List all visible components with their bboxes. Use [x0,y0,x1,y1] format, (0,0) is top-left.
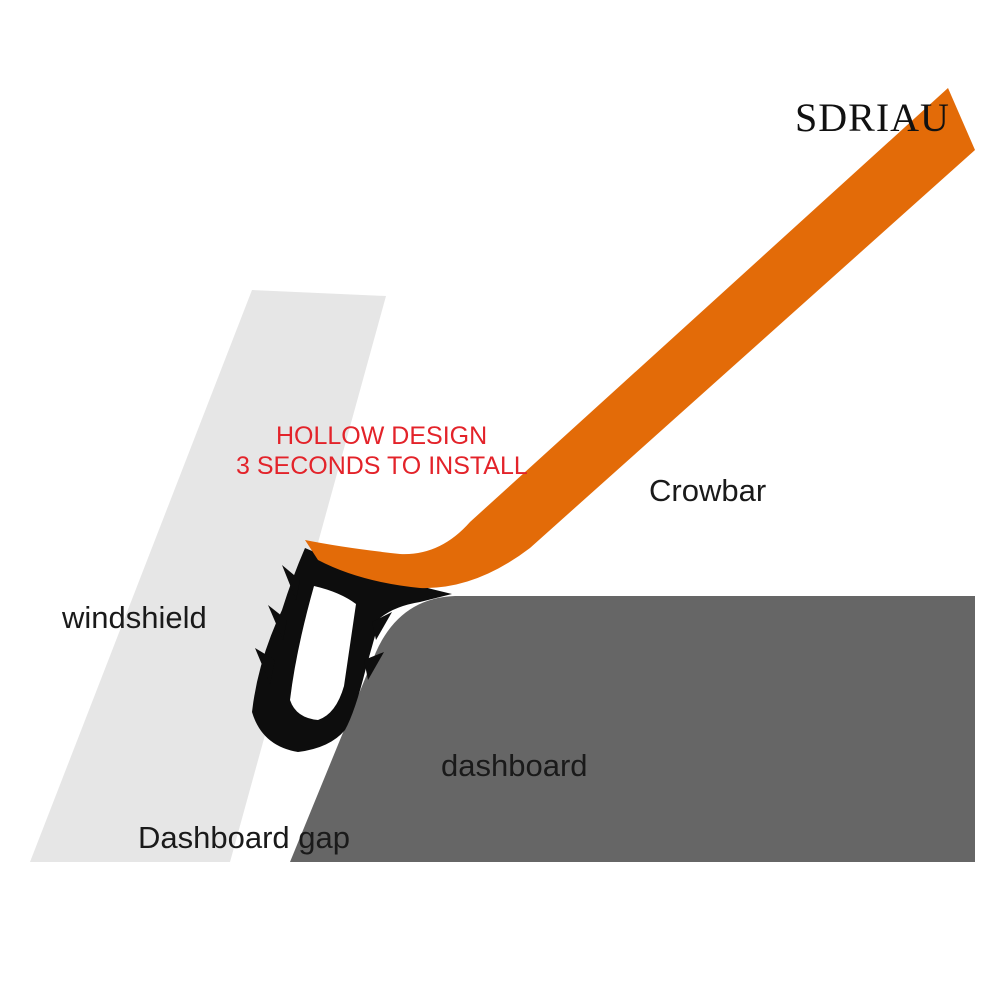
brand-logo: SDRIAU [795,95,950,140]
dashboard-label: dashboard [441,748,588,783]
crowbar-label: Crowbar [649,473,767,508]
seal-strip [252,548,452,752]
dashboard-gap-label: Dashboard gap [138,820,350,855]
callout-line-2: 3 SECONDS TO INSTALL [236,452,528,480]
windshield-panel [30,290,386,862]
windshield-label: windshield [62,600,207,635]
dashboard-block [290,596,975,862]
callout-line-1: HOLLOW DESIGN [276,422,488,450]
crowbar [305,88,975,589]
